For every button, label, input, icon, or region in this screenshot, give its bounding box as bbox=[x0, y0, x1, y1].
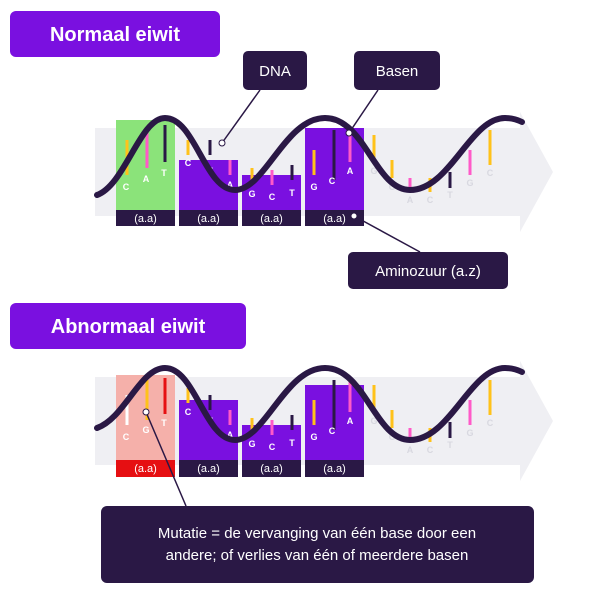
abnormal-aa-bar-4 bbox=[305, 460, 364, 477]
normal-aa-label-2: (a.a) bbox=[197, 213, 220, 225]
normal-faded-base-4: C bbox=[427, 195, 434, 205]
abnormal-faded-base-1: G bbox=[370, 416, 377, 426]
amino-callout-dot bbox=[350, 212, 358, 220]
normal-aa-bar-2 bbox=[179, 210, 238, 226]
dna-callout-line bbox=[221, 89, 261, 144]
normal-title: Normaal eiwit bbox=[50, 24, 180, 46]
amino-label: Aminozuur (a.z) bbox=[375, 263, 481, 280]
abnormal-base-2: G bbox=[142, 425, 149, 435]
abnormal-base-7: G bbox=[248, 439, 255, 449]
abnormal-faded-base-6: G bbox=[466, 428, 473, 438]
normal-faded-base-5: T bbox=[447, 190, 453, 200]
abnormal-codon-2-box bbox=[179, 400, 238, 461]
dna-label: DNA bbox=[259, 63, 291, 80]
normal-faded-base-7: C bbox=[487, 168, 494, 178]
abnormal-title: Abnormaal eiwit bbox=[51, 316, 206, 338]
normal-faded-base-6: G bbox=[466, 178, 473, 188]
normal-faded-base-2: C bbox=[389, 182, 396, 192]
normal-base-1: C bbox=[123, 182, 130, 192]
mutation-text-line1: Mutatie = de vervanging van één base doo… bbox=[158, 525, 476, 542]
dna-callout-dot bbox=[218, 139, 226, 147]
abnormal-base-6: A bbox=[227, 430, 234, 440]
normal-base-3: T bbox=[161, 168, 167, 178]
normal-faded-base-1: G bbox=[370, 166, 377, 176]
normal-dna-wave bbox=[94, 114, 525, 198]
normal-base-12: A bbox=[347, 166, 354, 176]
normal-aa-bar-3 bbox=[242, 210, 301, 226]
abnormal-base-10: G bbox=[310, 432, 317, 442]
bases-callout-line bbox=[348, 89, 379, 134]
normal-base-4: C bbox=[185, 158, 192, 168]
mutation-label-box bbox=[101, 506, 534, 583]
bases-callout-dot bbox=[345, 129, 353, 137]
mutation-callout-dot bbox=[142, 408, 150, 416]
normal-faded-base-3: A bbox=[407, 195, 414, 205]
abnormal-base-9: T bbox=[289, 438, 295, 448]
mutation-text-line2: andere; of verlies van één of meerdere b… bbox=[166, 547, 469, 564]
normal-base-6: A bbox=[227, 180, 234, 190]
abnormal-faded-base-3: A bbox=[407, 445, 414, 455]
normal-base-2: A bbox=[143, 174, 150, 184]
abnormal-faded-base-5: T bbox=[447, 440, 453, 450]
normal-aa-label-3: (a.a) bbox=[260, 213, 283, 225]
normal-base-7: G bbox=[248, 189, 255, 199]
bases-label: Basen bbox=[376, 63, 419, 80]
abnormal-aa-label-3: (a.a) bbox=[260, 463, 283, 475]
abnormal-aa-bar-1 bbox=[116, 460, 175, 477]
abnormal-dna-wave bbox=[94, 364, 525, 444]
abnormal-base-8: C bbox=[269, 442, 276, 452]
bases-label-box bbox=[354, 51, 440, 90]
amino-callout-line bbox=[353, 215, 421, 253]
abnormal-faded-base-4: C bbox=[427, 445, 434, 455]
mutation-callout-line bbox=[145, 411, 187, 507]
abnormal-aa-label-4: (a.a) bbox=[323, 463, 346, 475]
abnormal-base-4: C bbox=[185, 407, 192, 417]
abnormal-base-11: C bbox=[329, 426, 336, 436]
normal-aa-bar-4 bbox=[305, 210, 364, 226]
abnormal-aa-label-1: (a.a) bbox=[134, 463, 157, 475]
normal-aa-bar-1 bbox=[116, 210, 175, 226]
abnormal-base-12: A bbox=[347, 416, 354, 426]
normal-base-8: C bbox=[269, 192, 276, 202]
abnormal-faded-base-7: C bbox=[487, 418, 494, 428]
abnormal-base-3: T bbox=[161, 418, 167, 428]
abnormal-base-1: C bbox=[123, 432, 130, 442]
amino-label-box bbox=[348, 252, 508, 289]
abnormal-aa-label-2: (a.a) bbox=[197, 463, 220, 475]
dna-label-box bbox=[243, 51, 307, 90]
normal-base-10: G bbox=[310, 182, 317, 192]
normal-aa-label-4: (a.a) bbox=[323, 213, 346, 225]
normal-aa-label-1: (a.a) bbox=[134, 213, 157, 225]
normal-section: C A T C T A G C T G C A G C A C T G C (a bbox=[10, 11, 553, 289]
normal-base-11: C bbox=[329, 176, 336, 186]
abnormal-aa-bar-2 bbox=[179, 460, 238, 477]
abnormal-title-box bbox=[10, 303, 246, 349]
abnormal-aa-bar-3 bbox=[242, 460, 301, 477]
normal-base-9: T bbox=[289, 188, 295, 198]
abnormal-faded-base-2: C bbox=[389, 432, 396, 442]
abnormal-section: C G T C T A G C T G C A G C A C T G C (a… bbox=[10, 303, 553, 583]
normal-title-box bbox=[10, 11, 220, 57]
